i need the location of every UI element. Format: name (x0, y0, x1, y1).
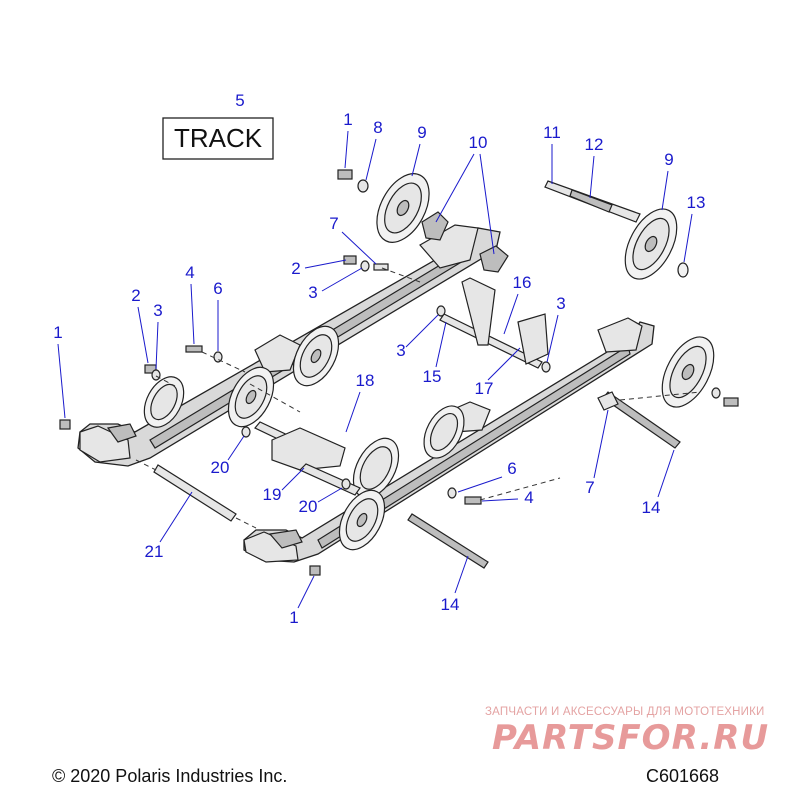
callout-20: 20 (299, 497, 318, 516)
callout-13: 13 (687, 193, 706, 212)
bracket-16 (461, 277, 496, 346)
wheel-lower-rail-1 (352, 437, 400, 499)
callout-3: 3 (396, 341, 405, 360)
callout-19: 19 (263, 485, 282, 504)
bolt-14-left (407, 513, 489, 569)
axle-spacer-12 (569, 189, 613, 213)
callout-3: 3 (153, 301, 162, 320)
callout-4: 4 (524, 488, 533, 507)
track-label-box (162, 117, 274, 160)
callout-6: 6 (507, 459, 516, 478)
watermark-tagline: ЗАПЧАСТИ И АКСЕССУАРЫ ДЛЯ МОТОТЕХНИКИ (485, 706, 765, 718)
diagram-code: C601668 (646, 766, 720, 786)
shaft-21 (153, 464, 237, 522)
callout-15: 15 (423, 367, 442, 386)
callout-1: 1 (289, 608, 298, 627)
callout-8: 8 (373, 118, 382, 137)
wheel-upper-rail-1 (143, 376, 185, 428)
callout-18: 18 (356, 371, 375, 390)
watermark-logo: PARTSFOR.RU (492, 718, 770, 758)
lower-rail-rear-bracket (597, 317, 643, 353)
upper-rail-rear-bracket (419, 224, 479, 269)
callout-2: 2 (131, 286, 140, 305)
fasteners (59, 169, 739, 576)
callout-3: 3 (556, 294, 565, 313)
alignment-lines (135, 267, 701, 529)
bracket-17 (517, 313, 549, 365)
callouts: 5 1 8 9 10 11 12 9 13 7 2 3 16 3 3 15 17… (53, 91, 705, 627)
callout-1: 1 (343, 110, 352, 129)
callout-21: 21 (145, 542, 164, 561)
callout-9: 9 (417, 123, 426, 142)
callout-7: 7 (329, 214, 338, 233)
callout-1: 1 (53, 323, 62, 342)
wheel-lower-rail-3 (423, 405, 465, 459)
callout-14: 14 (441, 595, 460, 614)
callout-4: 4 (185, 263, 194, 282)
spacer-7-right (597, 391, 619, 411)
pivot-arm-18 (271, 427, 346, 471)
callout-10: 10 (469, 133, 488, 152)
shaft-19 (298, 463, 361, 496)
idler-wheel-right (661, 336, 715, 408)
callout-20: 20 (211, 458, 230, 477)
callout-16: 16 (513, 273, 532, 292)
idler-wheel-top-right (624, 208, 678, 280)
wheel-upper-rail-2 (227, 366, 275, 428)
callout-5: 5 (235, 91, 244, 110)
idler-wheel-top-left (376, 173, 430, 243)
wheel-upper-rail-3 (292, 325, 340, 387)
copyright-notice: © 2020 Polaris Industries Inc. (52, 766, 288, 786)
bumper-10-left (421, 211, 449, 241)
callout-7: 7 (585, 478, 594, 497)
washer-13 (677, 262, 689, 278)
track-label: TRACK (174, 123, 263, 153)
callout-17: 17 (475, 379, 494, 398)
callout-11: 11 (543, 123, 561, 142)
callout-9: 9 (664, 150, 673, 169)
lower-rail (243, 321, 655, 563)
callout-6: 6 (213, 279, 222, 298)
wheel-lower-rail-2 (338, 489, 386, 551)
callout-3: 3 (308, 283, 317, 302)
callout-2: 2 (291, 259, 300, 278)
callout-12: 12 (585, 135, 604, 154)
callout-14: 14 (642, 498, 661, 517)
